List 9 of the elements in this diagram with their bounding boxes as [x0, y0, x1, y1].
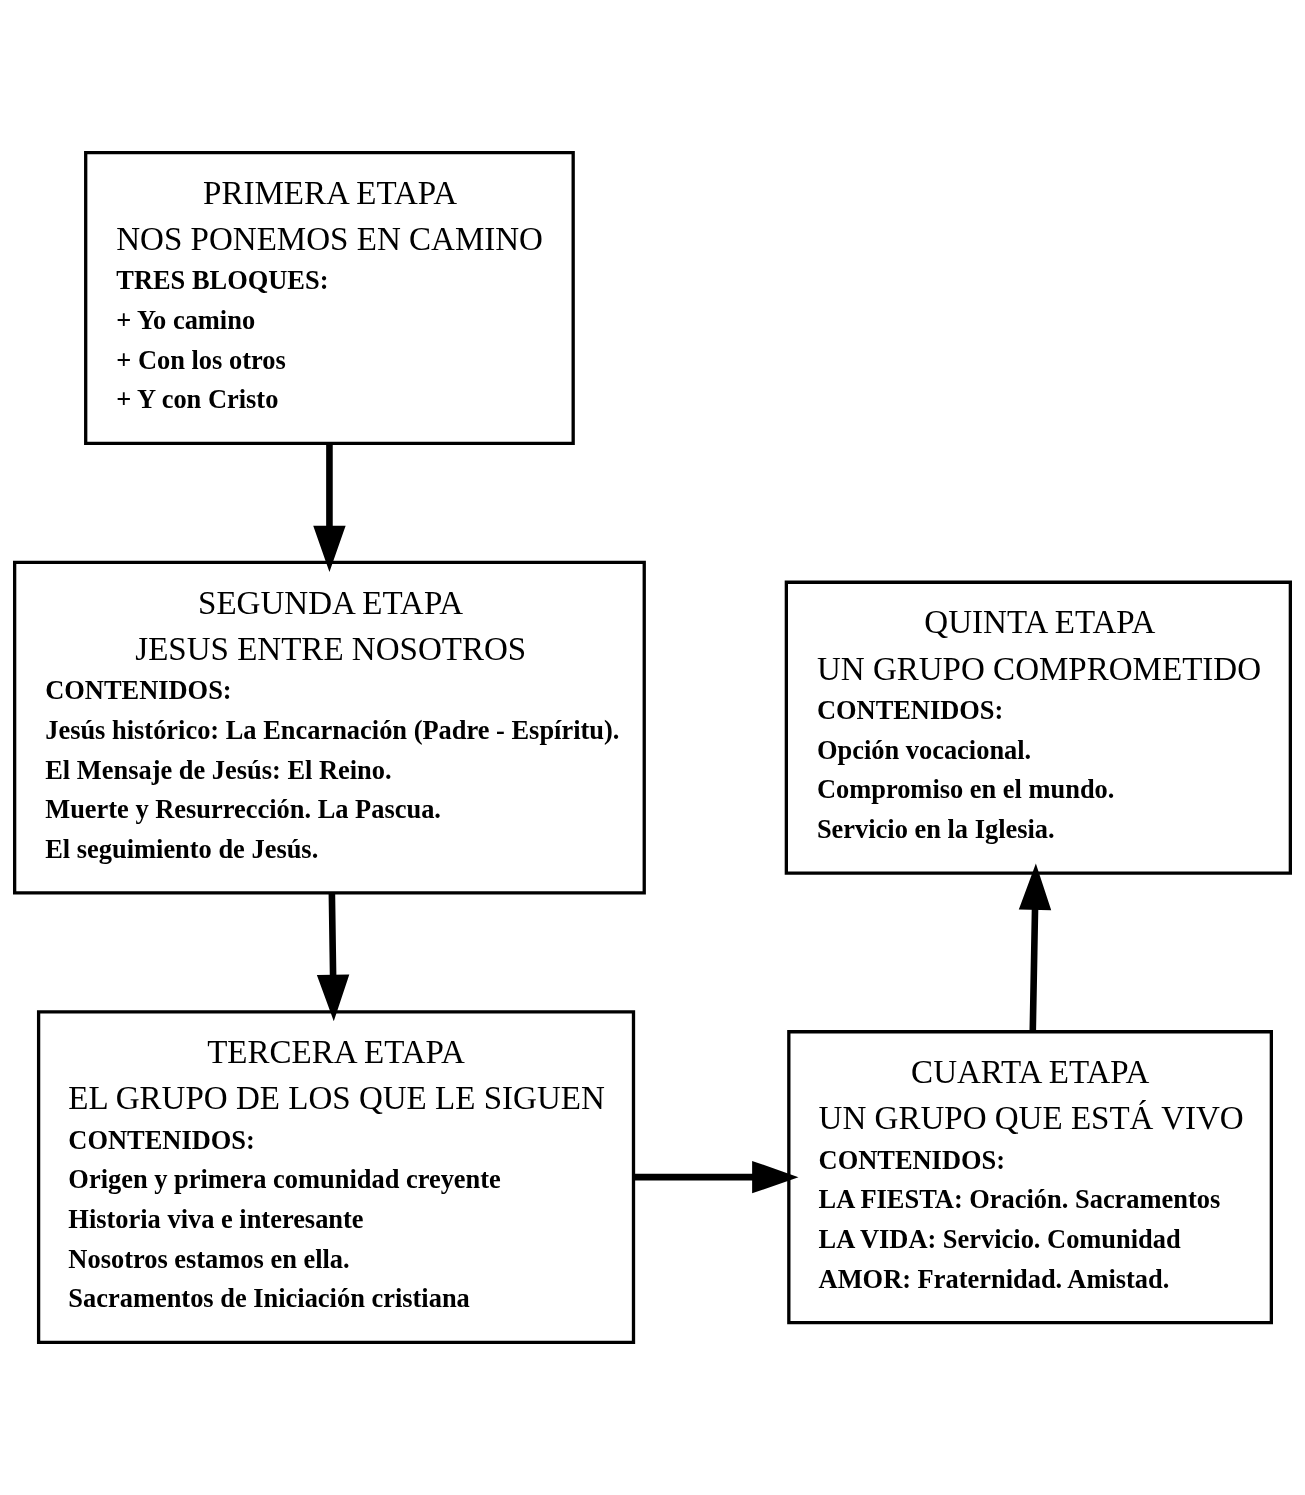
node-box: SEGUNDA ETAPA JESUS ENTRE NOSOTROS CONTENIDOS: Jesús histórico: La Encarnación (Padre - Espíritu). El Mensaje de Jesús: El Reino. Muerte y Resurrección. La Pascua. El seguimiento de Jesús.	[13, 560, 646, 895]
arrow	[313, 444, 346, 572]
arrow	[1018, 863, 1052, 1032]
node-box: CUARTA ETAPA UN GRUPO QUE ESTÁ VIVO CONTENIDOS: LA FIESTA: Oración. Sacramentos LA VIDA: Servicio. Comunidad AMOR: Fraternidad. Amistad.	[787, 1030, 1273, 1325]
node-box: QUINTA ETAPA UN GRUPO COMPROMETIDO CONTENIDOS: Opción vocacional. Compromiso en el mundo. Servicio en la Iglesia.	[784, 580, 1292, 875]
arrow	[316, 892, 350, 1022]
node-box: TERCERA ETAPA EL GRUPO DE LOS QUE LE SIGUEN CONTENIDOS: Origen y primera comunidad creyente Historia viva e interesante Nosotros estamos en ella. Sacramentos de Iniciación cristiana	[36, 1010, 636, 1345]
node-box: PRIMERA ETAPA NOS PONEMOS EN CAMINO TRES BLOQUES: + Yo camino + Con los otros + Y con Cristo	[84, 150, 575, 446]
arrow	[633, 1160, 799, 1194]
